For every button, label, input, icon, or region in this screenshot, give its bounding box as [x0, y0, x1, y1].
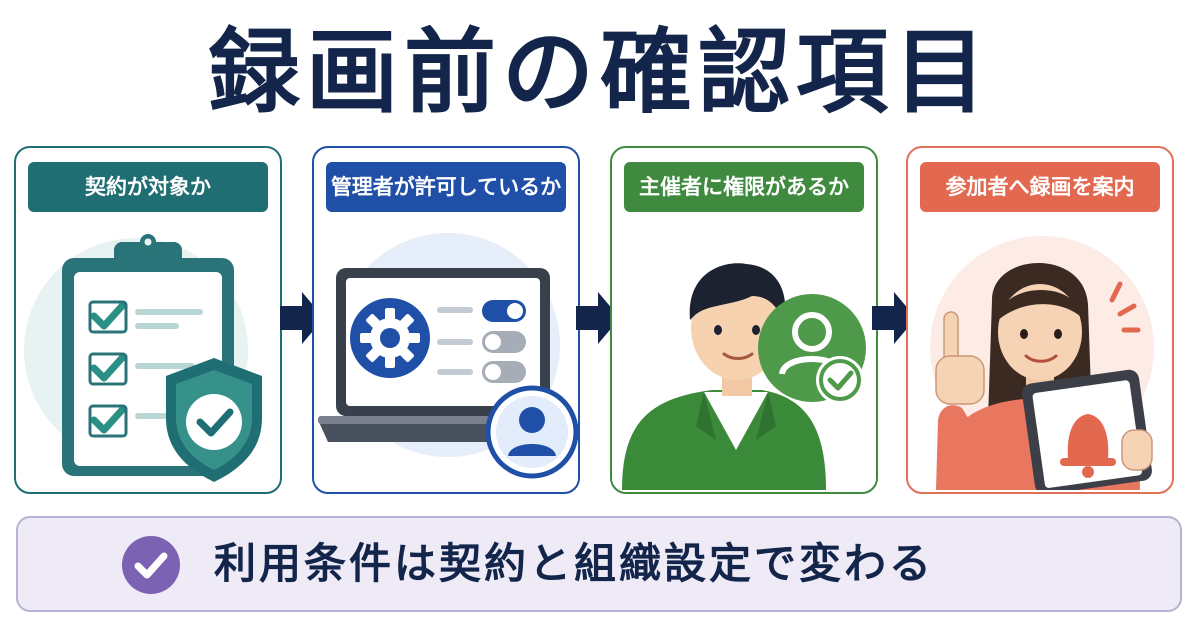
step-header: 参加者へ録画を案内	[920, 162, 1160, 212]
step-card-host: 主催者に権限があるか	[610, 146, 878, 494]
laptop-settings-icon	[314, 220, 578, 490]
step-header: 契約が対象か	[28, 162, 268, 212]
arrow-right-icon	[872, 292, 916, 344]
shield-check-icon	[166, 358, 262, 482]
check-circle-icon	[122, 536, 180, 594]
bell-icon	[1060, 414, 1116, 478]
step-header: 主催者に権限があるか	[624, 162, 864, 212]
user-icon	[485, 385, 578, 479]
step-header: 管理者が許可しているか	[326, 162, 566, 212]
footer-note: 利用条件は契約と組織設定で変わる	[16, 516, 1182, 612]
step-card-participants: 参加者へ録画を案内	[906, 146, 1174, 494]
page-title: 録画前の確認項目	[207, 19, 992, 126]
step-card-admin: 管理者が許可しているか	[312, 146, 580, 494]
host-person-icon	[612, 220, 876, 490]
gear-icon	[350, 298, 430, 378]
participant-pointing-icon	[908, 220, 1172, 492]
arrow-right-icon	[576, 292, 620, 344]
footer-message: 利用条件は契約と組織設定で変わる	[214, 539, 935, 588]
step-card-contract: 契約が対象か	[14, 146, 282, 494]
user-check-icon	[758, 294, 866, 404]
clipboard-checklist-icon	[16, 220, 280, 490]
